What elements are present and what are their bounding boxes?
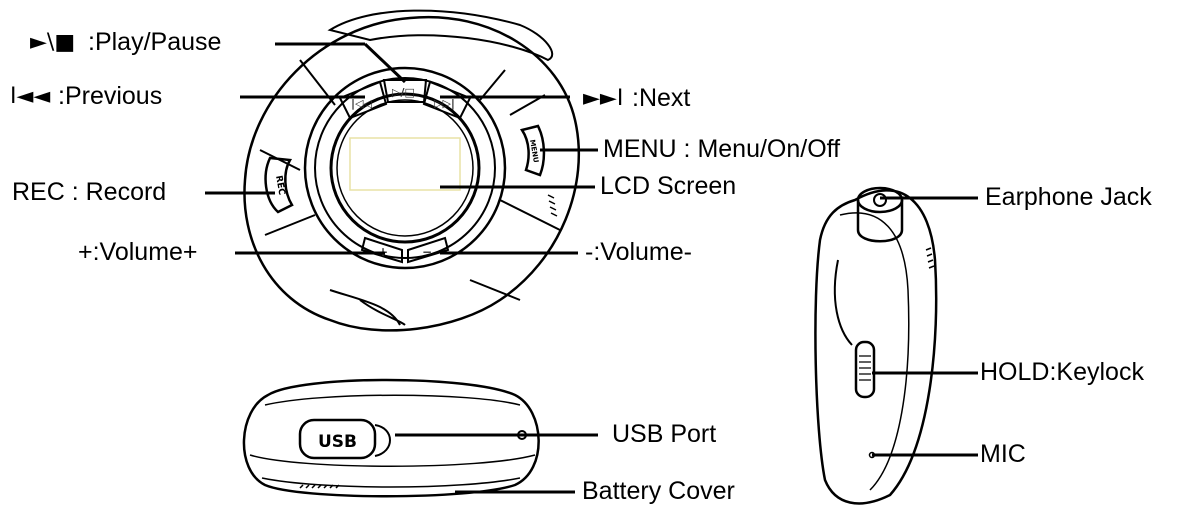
- label-earphone-jack: Earphone Jack: [985, 183, 1152, 211]
- prev-button: |◁◁: [338, 80, 388, 120]
- label-play-pause: :Play/Pause: [88, 28, 222, 56]
- menu-button: MENU: [519, 124, 546, 177]
- volume-down-button: −: [407, 236, 450, 264]
- bottom-top-edge: [264, 394, 521, 406]
- bottom-seam: [249, 454, 536, 467]
- label-next: :Next: [632, 84, 691, 112]
- panel-edge: [329, 289, 401, 326]
- panel-edge: [499, 199, 561, 231]
- play-pause-button: ▷/□: [382, 79, 428, 103]
- prev-icon: |◁◁: [351, 97, 372, 110]
- rec-marking: REC: [273, 175, 286, 197]
- screen-bezel: [329, 92, 481, 244]
- side-ticks: [925, 247, 935, 269]
- bottom-view: USB: [242, 378, 540, 498]
- label-volume-up: +:Volume+: [78, 238, 198, 266]
- device-body-outline: [243, 15, 580, 332]
- label-hold: HOLD:Keylock: [980, 358, 1144, 386]
- front-view: |◁◁ ▷/□ ▷▷| + − REC MENU: [243, 9, 580, 332]
- next-symbol: ►►I: [583, 86, 624, 111]
- next-icon: ▷▷|: [434, 97, 455, 110]
- next-button: ▷▷|: [422, 80, 472, 120]
- bottom-body-outline: [242, 378, 540, 498]
- minus-mark: −: [422, 245, 432, 259]
- label-mic: MIC: [980, 440, 1026, 468]
- lcd-screen: [349, 137, 461, 191]
- panel-edge: [264, 214, 316, 236]
- label-usb-port: USB Port: [612, 420, 717, 448]
- control-ring-outer: [303, 66, 507, 270]
- play-pause-icon: ▷/□: [392, 86, 415, 99]
- side-grip: [833, 259, 853, 346]
- grip-ticks: [547, 194, 558, 217]
- previous-symbol: I◄◄: [10, 84, 51, 109]
- bottom-seam: [261, 477, 521, 488]
- label-rec: REC : Record: [12, 178, 167, 206]
- leader-play-pause-diag: [363, 42, 407, 84]
- device-top-cap: [327, 9, 554, 62]
- usb-marking: USB: [318, 432, 357, 452]
- label-lcd-screen: LCD Screen: [600, 172, 737, 200]
- label-previous: :Previous: [58, 82, 163, 110]
- label-volume-down: -:Volume-: [585, 238, 692, 266]
- hold-switch: [854, 340, 876, 399]
- play-pause-symbol: ►\■: [30, 30, 76, 55]
- side-body-outline: [814, 189, 938, 505]
- bottom-grip-ticks: [299, 484, 340, 489]
- panel-edge: [479, 69, 506, 101]
- label-menu: MENU : Menu/On/Off: [603, 135, 841, 163]
- label-battery-cover: Battery Cover: [582, 477, 735, 505]
- earphone-jack: [856, 186, 904, 243]
- menu-marking: MENU: [528, 139, 540, 164]
- panel-edge: [359, 299, 406, 326]
- control-ring-inner: [314, 77, 496, 259]
- usb-port: USB: [298, 418, 391, 460]
- panel-edge: [469, 279, 521, 301]
- rec-button: REC: [264, 156, 294, 214]
- screen-bezel-inner: [336, 99, 474, 237]
